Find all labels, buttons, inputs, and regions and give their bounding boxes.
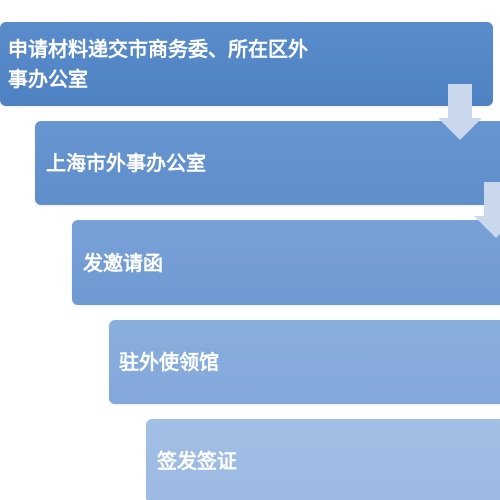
down-arrow-shaft (484, 182, 500, 216)
step-shanghai-foreign-affairs-office-label: 上海市外事办公室 (46, 151, 206, 175)
step-embassy-consulate-label: 驻外使领馆 (119, 350, 219, 374)
step-submit-materials-line1: 申请材料递交市商务委、所在区外 (8, 37, 308, 61)
step-submit-materials: 申请材料递交市商务委、所在区外 事办公室 (0, 22, 493, 106)
step-embassy-consulate: 驻外使领馆 (109, 320, 500, 404)
step-issue-visa-label: 签发签证 (157, 449, 237, 473)
step-shanghai-foreign-affairs-office: 上海市外事办公室 (35, 121, 500, 205)
step-submit-materials-line2: 事办公室 (8, 67, 88, 91)
step-issue-visa: 签发签证 (146, 419, 500, 500)
step-issue-invitation: 发邀请函 (72, 220, 500, 305)
step-issue-invitation-label: 发邀请函 (83, 250, 163, 275)
down-arrow-icon (474, 182, 500, 238)
step-submit-materials-text: 申请材料递交市商务委、所在区外 事办公室 (8, 34, 308, 94)
down-arrow-icon (438, 84, 482, 140)
down-arrow-head (474, 216, 500, 238)
down-arrow-head (438, 118, 482, 140)
down-arrow-shaft (448, 84, 472, 118)
